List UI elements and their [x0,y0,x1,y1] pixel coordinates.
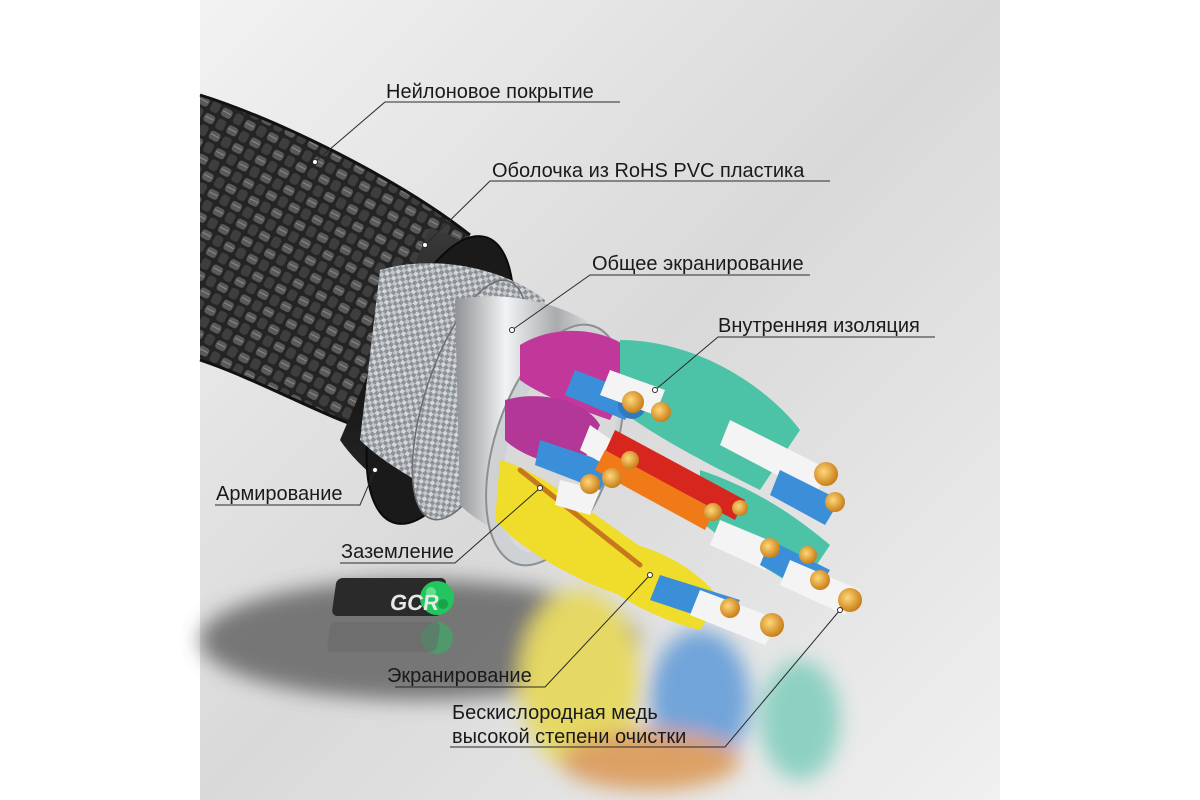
copper-strands [580,391,862,637]
label-nylon: Нейлоновое покрытие [386,81,594,103]
label-sheath: Оболочка из RoHS PVC пластика [492,160,805,182]
label-inner-insulation: Внутренняя изоляция [718,315,920,337]
svg-text:GCR: GCR [389,590,441,615]
label-copper-line2: высокой степени очистки [452,726,687,748]
label-copper-line1: Бескислородная медь [452,702,658,724]
gcr-logo: GCR [327,578,454,654]
label-shielding: Экранирование [387,665,532,687]
floor-reflection [200,580,840,790]
label-grounding: Заземление [341,541,454,563]
label-overall-shield: Общее экранирование [592,253,804,275]
leader-lines [215,101,935,748]
label-armoring: Армирование [216,483,343,505]
leader-dots [312,159,843,613]
